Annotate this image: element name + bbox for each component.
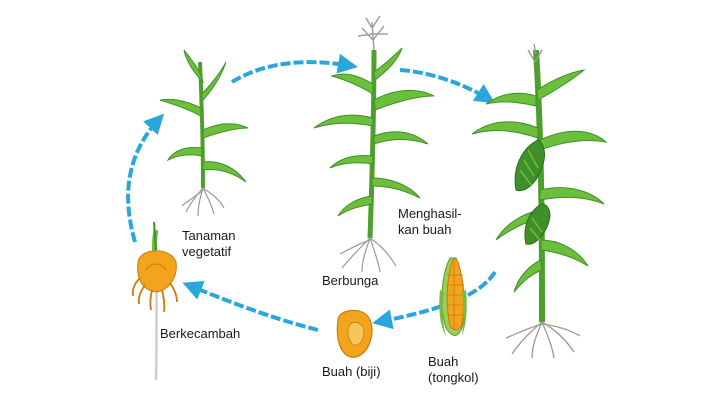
label-fruiting: Menghasil- kan buah: [398, 206, 462, 237]
vegetative-plant-illustration: [159, 49, 249, 217]
ear-upper: [514, 139, 545, 192]
label-flowering: Berbunga: [322, 273, 379, 288]
label-seed: Buah (biji): [322, 364, 381, 379]
ear-lower: [524, 203, 551, 245]
label-cob: Buah (tongkol): [428, 354, 479, 385]
cycle-arrows: [126, 53, 497, 332]
arrow-flowering-to-fruiting: [399, 68, 496, 104]
flowering-plant-illustration: [313, 15, 435, 273]
fruiting-plant-illustration: [471, 43, 608, 359]
arrow-fruiting-to-seed: [372, 270, 497, 330]
label-seedling: Berkecambah: [160, 326, 241, 341]
arrow-seedling-to-vegetative: [126, 113, 165, 243]
arrow-vegetative-to-flowering: [230, 53, 358, 84]
tassel: [357, 15, 388, 51]
arrow-seed-to-seedling: [182, 280, 319, 332]
label-vegetative: Tanaman vegetatif: [182, 228, 236, 259]
tassel: [527, 43, 543, 63]
seedling-illustration: [131, 221, 178, 381]
corn-cob-illustration: [439, 257, 467, 336]
seed-kernel-illustration: [336, 309, 373, 358]
